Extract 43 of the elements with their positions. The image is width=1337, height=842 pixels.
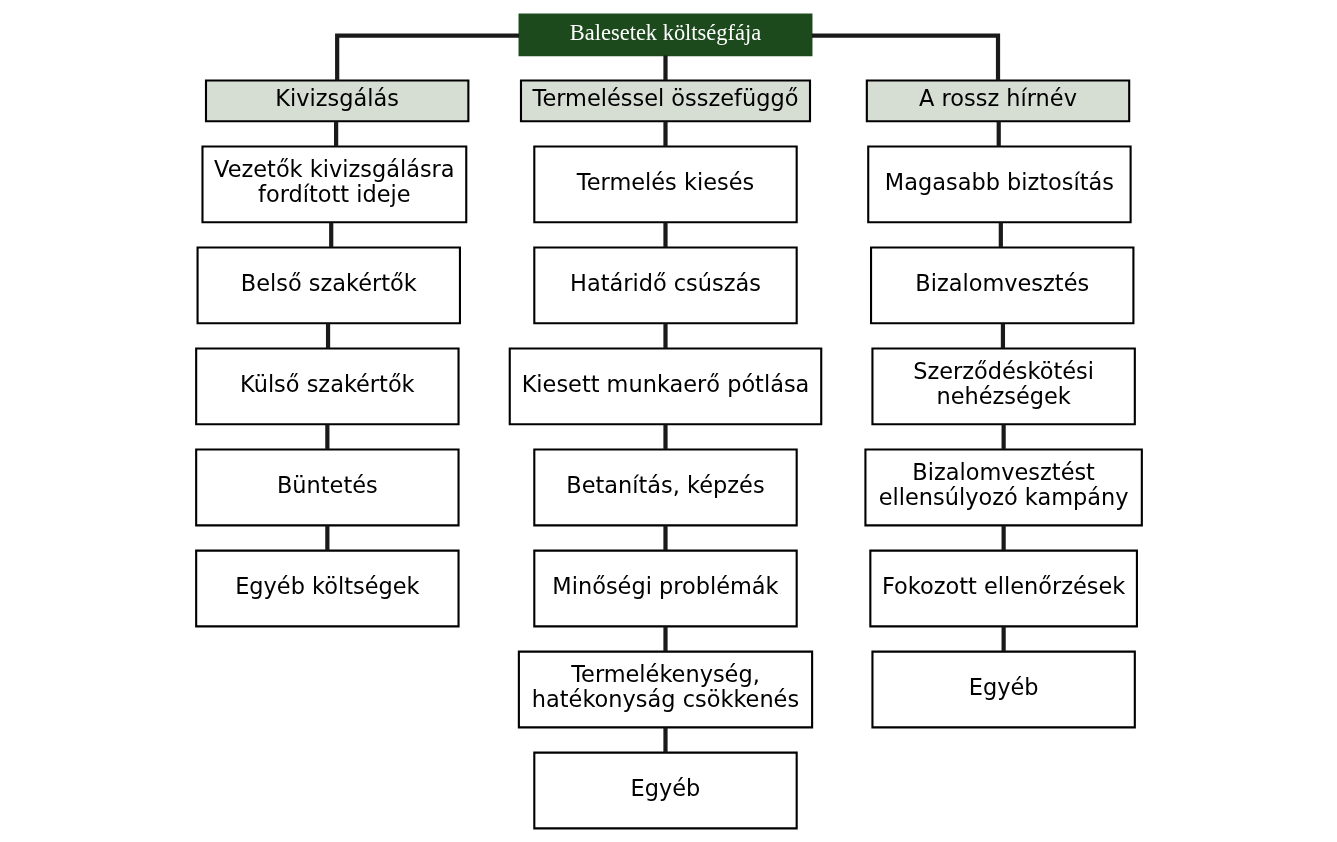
- connector: [811, 33, 1000, 80]
- connector: [328, 222, 333, 247]
- node-box: Kivizsgálás: [204, 79, 469, 122]
- node-box: Termeléssel összefüggő: [519, 79, 811, 122]
- node-box: Belső szakértők: [196, 245, 461, 324]
- node-box: Termelékenység, hatékonyság csökkenés: [517, 650, 813, 728]
- node-box: Szerződéskötési nehézségek: [870, 347, 1136, 425]
- connector: [324, 525, 329, 550]
- node-box: Vezetők kivizsgálásra fordított ideje: [200, 144, 467, 223]
- node-box: Balesetek költségfája: [518, 13, 812, 56]
- node-box: Egyéb költségek: [194, 549, 460, 627]
- node-box: Minőségi problémák: [532, 549, 798, 627]
- node-box: Egyéb: [532, 751, 798, 829]
- node-box: Bizalomvesztés: [869, 245, 1134, 324]
- connector: [998, 222, 1003, 247]
- connector: [1001, 626, 1006, 651]
- node-box: Termelés kiesés: [532, 144, 798, 223]
- connector: [662, 424, 668, 449]
- node-box: Külső szakértők: [194, 347, 460, 425]
- node-box: Egyéb: [870, 650, 1136, 728]
- connector: [996, 121, 1001, 146]
- connector: [662, 525, 668, 550]
- connector: [662, 222, 668, 247]
- connector: [1001, 525, 1006, 550]
- node-box: Bizalomvesztést ellensúlyozó kampány: [863, 448, 1143, 526]
- connector: [1000, 323, 1005, 348]
- connector: [1001, 424, 1006, 449]
- node-box: Magasabb biztosítás: [866, 144, 1132, 223]
- node-box: Fokozott ellenőrzések: [868, 549, 1138, 627]
- connector: [324, 424, 329, 449]
- connector: [333, 121, 338, 146]
- connector: [662, 323, 668, 348]
- node-box: Büntetés: [194, 448, 460, 526]
- node-box: Betanítás, képzés: [532, 448, 798, 526]
- connector: [662, 727, 668, 752]
- node-box: Határidő csúszás: [532, 245, 798, 324]
- connector: [662, 626, 668, 651]
- connector: [325, 323, 330, 348]
- connector: [662, 54, 668, 80]
- connector: [662, 121, 668, 146]
- node-box: Kiesett munkaerő pótlása: [508, 347, 822, 425]
- node-box: A rossz hírnév: [865, 79, 1130, 122]
- connector: [334, 33, 519, 80]
